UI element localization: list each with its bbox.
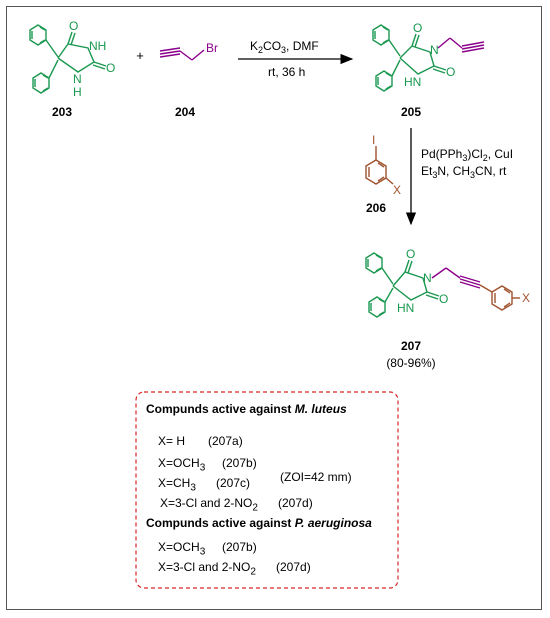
- atom-O: O: [69, 19, 78, 33]
- atom-HN: HN: [404, 75, 421, 89]
- propargyl-chain-205: [437, 37, 485, 53]
- activity-row-207b: X=OCH3: [158, 456, 206, 474]
- heading-p-aeruginosa: Compunds active against P. aeruginosa: [146, 516, 372, 530]
- atom-I: I: [372, 133, 375, 147]
- atom-HN: HN: [397, 301, 414, 315]
- activity-code-207a: (207a): [208, 434, 243, 448]
- compound-204-structure: [159, 47, 205, 61]
- activity-row-207d-p: X=3-Cl and 2-NO2: [158, 560, 256, 578]
- heading-m-luteus: Compunds active against M. luteus: [146, 402, 347, 416]
- figure-frame: [6, 6, 542, 610]
- aryl-ring-207: [479, 284, 520, 311]
- activity-code-207c: (207c): [216, 476, 251, 490]
- atom-NH: NH: [89, 39, 106, 53]
- activity-row-207c: X=CH3: [158, 476, 196, 494]
- atom-O: O: [406, 247, 415, 261]
- zoi-note: (ZOI=42 mm): [280, 470, 352, 484]
- activity-code-207d-p: (207d): [276, 560, 311, 574]
- activity-code-207b-p: (207b): [222, 540, 257, 554]
- atom-X: X: [393, 183, 401, 197]
- compound-207-structure: [365, 252, 440, 318]
- atom-O: O: [439, 292, 448, 306]
- atom-Br: Br: [206, 41, 218, 55]
- compound-label-207: 207: [401, 339, 421, 353]
- compound-label-203: 203: [52, 105, 72, 119]
- step2-catalysts: Pd(PPh3)Cl2, CuI: [421, 147, 513, 163]
- step2-conditions: Et3N, CH3CN, rt: [421, 164, 507, 180]
- compound-206-structure: [365, 146, 394, 185]
- activity-row-207a: X= H: [158, 434, 186, 448]
- atom-N: N: [430, 43, 439, 57]
- atom-O: O: [106, 61, 115, 75]
- activity-box: Compunds active against M. luteus X= H (…: [142, 396, 402, 586]
- activity-code-207b: (207b): [222, 456, 257, 470]
- atom-X: X: [522, 291, 530, 305]
- atom-O: O: [413, 21, 422, 35]
- compound-203-structure: [29, 24, 107, 94]
- activity-row-207d: X=3-Cl and 2-NO2: [160, 496, 258, 514]
- atom-H: H: [73, 85, 82, 99]
- activity-box-border: [135, 391, 399, 589]
- atom-O: O: [446, 65, 455, 79]
- atom-N: N: [423, 271, 432, 285]
- compound-label-206: 206: [366, 201, 386, 215]
- activity-code-207d: (207d): [278, 496, 313, 510]
- propargyl-linker-207: [431, 267, 481, 289]
- step1-reagents: K2CO3, DMF: [250, 39, 319, 55]
- activity-row-207b-p: X=OCH3: [158, 540, 206, 558]
- atom-N: N: [73, 72, 82, 86]
- compound-label-204: 204: [175, 105, 195, 119]
- step1-conditions: rt, 36 h: [268, 65, 305, 79]
- yield-text: (80-96%): [386, 356, 435, 370]
- plus-sign: +: [136, 48, 144, 63]
- compound-205-structure: [372, 24, 447, 92]
- compound-label-205: 205: [401, 105, 421, 119]
